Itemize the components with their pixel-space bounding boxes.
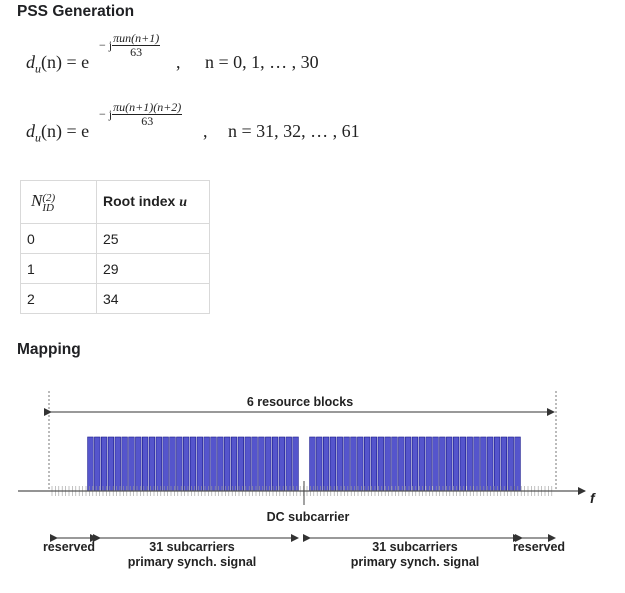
subcarrier-bar [244, 436, 251, 492]
subcarrier-bar [336, 436, 343, 492]
subcarrier-bar [322, 436, 330, 492]
subcarrier-bar [94, 436, 101, 492]
subcarrier-bar [493, 436, 501, 492]
subcarrier-bar [350, 436, 357, 492]
subcarrier-bar [142, 436, 149, 492]
subcarrier-bar [189, 436, 197, 492]
reserved-right-label: reserved [513, 540, 565, 554]
root-cell: 34 [96, 283, 210, 314]
subcarrier-bar [377, 436, 384, 492]
subcarrier-bar [169, 436, 176, 492]
subcarrier-bar [343, 436, 350, 492]
subcarrier-bar [292, 436, 299, 492]
subcarrier-bar [196, 436, 203, 492]
subcarrier-bar [265, 436, 272, 492]
frequency-label: f [590, 490, 596, 506]
subcarrier-bar [100, 436, 108, 492]
nid-cell: 2 [20, 283, 97, 314]
subcarrier-bar [224, 436, 231, 492]
subcarrier-mapping-diagram: 6 resource blocks f DC subcarrier reserv… [18, 391, 596, 569]
subcarrier-bar [271, 436, 279, 492]
subcarrier-bar [391, 436, 398, 492]
subcarrier-bar [183, 436, 190, 492]
subcarrier-bar [135, 436, 142, 492]
equation-1-comma: , [176, 52, 181, 72]
subcarrier-bar [411, 436, 419, 492]
psc-subcarriers-right [309, 436, 521, 492]
subcarrier-bar [329, 436, 337, 492]
dc-subcarrier-label: DC subcarrier [267, 510, 350, 524]
subcarrier-bar [459, 436, 466, 492]
table-row: 0 25 [20, 223, 210, 254]
group-left-line1: 31 subcarriers [149, 540, 235, 554]
subcarrier-bar [128, 436, 135, 492]
equation-2-condition: n = 31, 32, … , 61 [228, 121, 360, 141]
equation-2-lhs: du(n) = e [26, 121, 90, 145]
subcarrier-bar [155, 436, 162, 492]
group-left-line2: primary synch. signal [128, 555, 257, 569]
subcarrier-bar [237, 436, 244, 492]
psc-subcarriers-left [87, 436, 299, 492]
root-index-table: N(2)ID Root index u 0 25 1 29 2 34 [20, 180, 210, 314]
subcarrier-bar [425, 436, 432, 492]
subcarrier-bar [480, 436, 487, 492]
nid-cell: 1 [20, 253, 97, 284]
table-row: 2 34 [20, 283, 210, 314]
subcarrier-bar [432, 436, 439, 492]
group-right-line1: 31 subcarriers [372, 540, 458, 554]
subcarrier-bar [258, 436, 265, 492]
pss-generation-heading: PSS Generation [17, 3, 135, 20]
equation-1-condition: n = 0, 1, … , 30 [205, 52, 319, 72]
subcarrier-bar [278, 436, 286, 492]
root-cell: 29 [96, 253, 210, 284]
subcarrier-bar [405, 436, 412, 492]
subcarrier-bar [309, 436, 316, 492]
subcarrier-bar [251, 436, 258, 492]
table-header-row: N(2)ID Root index u [20, 180, 210, 224]
subcarrier-bar [370, 436, 378, 492]
subcarrier-bar [107, 436, 115, 492]
table-row: 1 29 [20, 253, 210, 284]
subcarrier-bar [364, 436, 371, 492]
subcarrier-bar [114, 436, 121, 492]
span-label: 6 resource blocks [247, 395, 353, 409]
group-right-line2: primary synch. signal [351, 555, 480, 569]
subcarrier-bar [384, 436, 391, 492]
root-cell: 25 [96, 223, 210, 254]
equation-1-lhs: du(n) = e [26, 52, 90, 76]
subcarrier-bar [357, 436, 364, 492]
subcarrier-bar [500, 436, 508, 492]
subcarrier-bar [473, 436, 480, 492]
subcarrier-bar [439, 436, 446, 492]
subcarrier-bar [87, 436, 94, 492]
subcarrier-bar [316, 436, 323, 492]
subcarrier-bar [398, 436, 405, 492]
subcarrier-bar [418, 436, 425, 492]
subcarrier-bar [148, 436, 156, 492]
subcarrier-bar [176, 436, 183, 492]
subcarrier-bar [230, 436, 238, 492]
mapping-heading: Mapping [17, 341, 81, 358]
reserved-left-label: reserved [43, 540, 95, 554]
nid-column-header: N(2)ID [20, 180, 97, 224]
subcarrier-bar [514, 436, 521, 492]
subcarrier-bar [285, 436, 292, 492]
subcarrier-bar [487, 436, 494, 492]
subcarrier-bar [217, 436, 224, 492]
subcarrier-bar [162, 436, 169, 492]
subcarrier-bar [203, 436, 210, 492]
subcarrier-bar [121, 436, 128, 492]
nid-cell: 0 [20, 223, 97, 254]
subcarrier-bar [507, 436, 514, 492]
subcarrier-bar [210, 436, 217, 492]
subcarrier-bar [452, 436, 460, 492]
subcarrier-bar [446, 436, 453, 492]
root-index-column-header: Root index u [96, 180, 210, 224]
equation-2-comma: , [203, 121, 208, 141]
subcarrier-bar [466, 436, 473, 492]
